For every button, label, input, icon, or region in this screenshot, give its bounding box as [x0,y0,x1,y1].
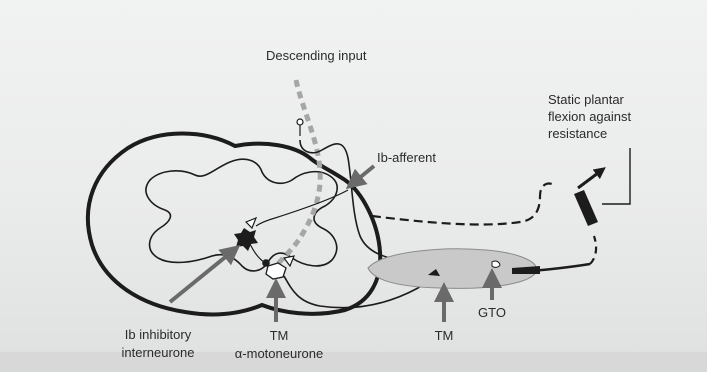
ib-afferent-branch [256,190,348,226]
task-label-line-1: Static plantar [548,92,624,108]
plantar-flexion-arrow [578,170,602,188]
resistance-pointer-line [602,148,630,204]
interneurone-axon [250,244,264,262]
ib-afferent-label: Ib-afferent [377,150,436,166]
descending-input-pathway [274,80,320,268]
grey-matter-butterfly [146,159,337,271]
alpha-motoneurone-body [266,263,286,279]
tm-motoneurone-label-line-1: TM [224,328,334,344]
ib-afferent-terminal [297,119,303,125]
descending-input-label: Descending input [266,48,366,64]
ib-afferent-label-arrow [352,166,374,184]
task-label-line-3: resistance [548,126,607,142]
foot-outline-upper [372,184,552,225]
foot-outline-lower [590,236,596,264]
tm-muscle-label: TM [424,328,464,344]
gto-label: GTO [470,305,514,321]
ib-inhibitory-label-line-2: interneurone [98,345,218,361]
descending-synapse-triangle [284,256,294,266]
tm-motoneurone-label-line-2: α-motoneurone [224,346,334,362]
ib-inhibitory-label-arrow [170,250,234,302]
task-label-line-2: flexion against [548,109,631,125]
tm-muscle-belly [368,249,537,289]
ib-inhibitory-interneurone-body [234,228,258,251]
ib-inhibitory-label-line-1: Ib inhibitory [98,327,218,343]
golgi-tendon-organ [492,261,500,267]
afferent-synapse-triangle [246,218,256,228]
force-plate [574,190,598,226]
